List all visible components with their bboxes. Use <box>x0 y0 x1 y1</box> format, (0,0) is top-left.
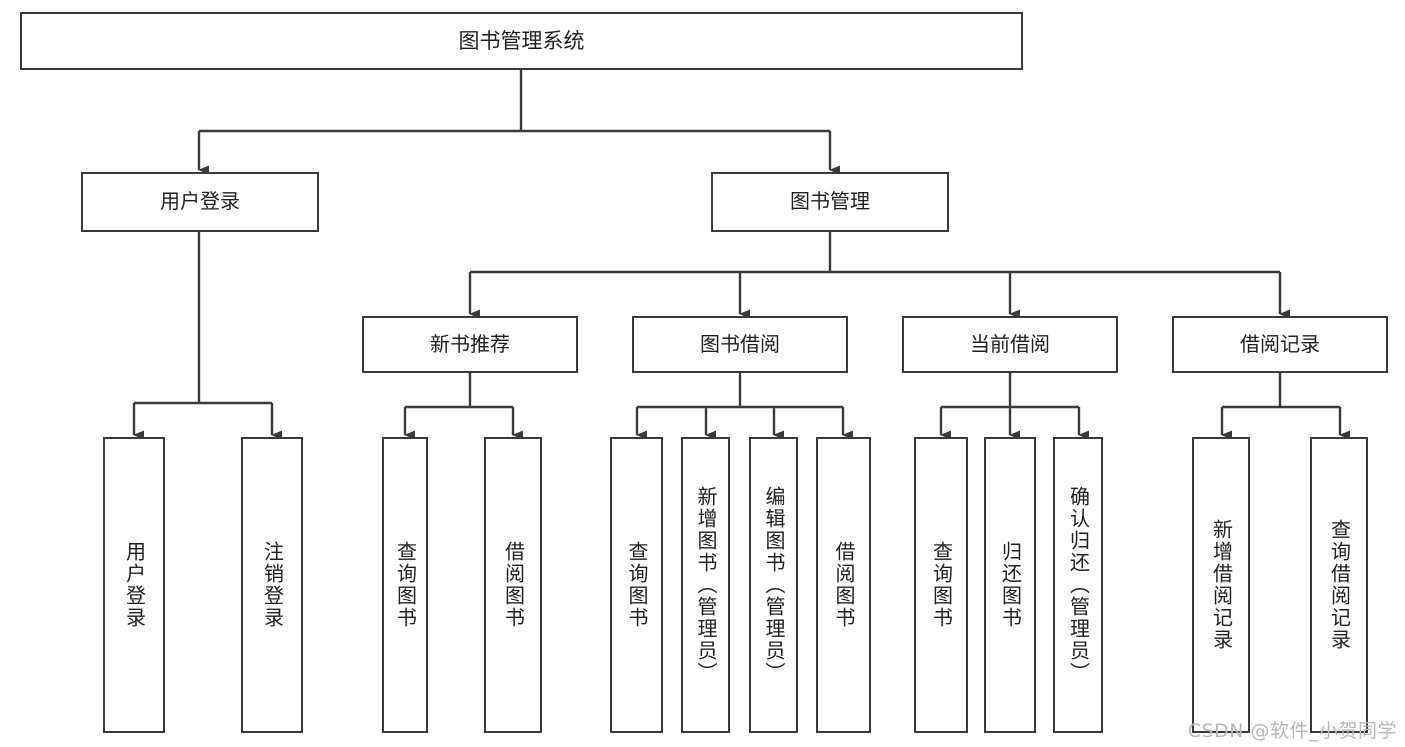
watermark: CSDN @软件_小贺同学 <box>1187 720 1397 742</box>
node-leaf-query-book-recommend[interactable]: 查询图书 <box>382 437 428 733</box>
node-leaf-edit-book-admin[interactable]: 编辑图书（管理员） <box>749 437 798 733</box>
node-label: 图书管理 <box>790 189 870 214</box>
node-root-book-management-system[interactable]: 图书管理系统 <box>20 12 1023 70</box>
node-label: 确认归还（管理员） <box>1066 486 1091 684</box>
node-label: 查询借阅记录 <box>1327 519 1352 651</box>
node-book-management[interactable]: 图书管理 <box>711 172 949 232</box>
node-leaf-add-book-admin[interactable]: 新增图书（管理员） <box>681 437 730 733</box>
node-borrow-record[interactable]: 借阅记录 <box>1172 316 1388 373</box>
node-label: 图书借阅 <box>700 331 780 356</box>
node-leaf-add-borrow-record[interactable]: 新增借阅记录 <box>1192 437 1250 733</box>
node-label: 新增图书（管理员） <box>694 486 718 684</box>
node-leaf-query-borrow-record[interactable]: 查询借阅记录 <box>1310 437 1368 733</box>
node-leaf-borrow-book[interactable]: 借阅图书 <box>816 437 871 733</box>
node-leaf-query-book-current[interactable]: 查询图书 <box>914 437 968 733</box>
node-label: 用户登录 <box>122 541 147 629</box>
node-label: 查询图书 <box>625 541 649 629</box>
node-label: 归还图书 <box>998 541 1023 629</box>
node-book-borrow[interactable]: 图书借阅 <box>632 316 848 373</box>
node-label: 当前借阅 <box>970 331 1050 356</box>
node-label: 借阅图书 <box>832 541 856 629</box>
node-label: 查询图书 <box>929 541 954 629</box>
node-leaf-borrow-book-recommend[interactable]: 借阅图书 <box>484 437 542 733</box>
node-label: 图书管理系统 <box>458 28 585 53</box>
node-leaf-logout[interactable]: 注销登录 <box>241 437 303 733</box>
node-current-borrow[interactable]: 当前借阅 <box>902 316 1118 373</box>
node-label: 查询图书 <box>393 541 418 629</box>
node-label: 新书推荐 <box>430 331 510 356</box>
node-label: 借阅图书 <box>501 541 526 629</box>
node-leaf-confirm-return-admin[interactable]: 确认归还（管理员） <box>1053 437 1103 733</box>
node-leaf-user-login[interactable]: 用户登录 <box>103 437 165 733</box>
node-label: 用户登录 <box>160 189 240 214</box>
node-label: 新增借阅记录 <box>1209 519 1234 651</box>
node-label: 编辑图书（管理员） <box>762 486 786 684</box>
node-user-login[interactable]: 用户登录 <box>81 172 319 232</box>
node-label: 注销登录 <box>260 541 285 629</box>
node-leaf-query-book-borrow[interactable]: 查询图书 <box>610 437 663 733</box>
node-label: 借阅记录 <box>1240 331 1320 356</box>
node-leaf-return-book[interactable]: 归还图书 <box>984 437 1036 733</box>
node-new-book-recommend[interactable]: 新书推荐 <box>362 316 578 373</box>
